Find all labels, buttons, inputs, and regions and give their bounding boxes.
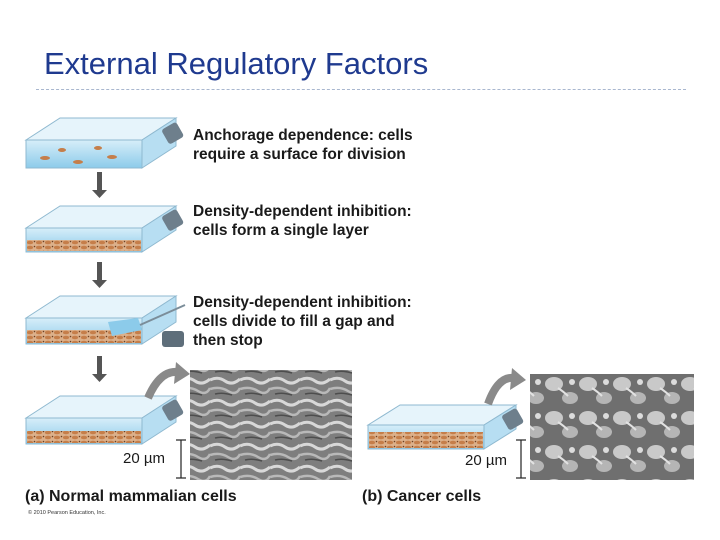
curved-arrow-b [484, 373, 515, 406]
micrograph-normal-cells [190, 370, 352, 480]
copyright-notice: © 2010 Pearson Education, Inc. [28, 510, 106, 516]
flask-normal-cells [24, 395, 184, 445]
curved-arrow-a-head [174, 362, 190, 384]
step-2-line-1: Density-dependent inhibition: [193, 203, 412, 220]
step-caption-2: Density-dependent inhibition: cells form… [193, 202, 412, 240]
flask-gap-filling [24, 295, 186, 347]
down-arrow-2 [92, 262, 107, 288]
step-3-line-3: then stop [193, 332, 263, 349]
down-arrow-1 [92, 172, 107, 198]
step-2-line-2: cells form a single layer [193, 222, 369, 239]
scale-label-a: 20 µm [123, 450, 165, 467]
flask-sparse-cells [24, 117, 184, 169]
down-arrow-3 [92, 356, 107, 382]
panel-label-normal: (a) Normal mammalian cells [25, 488, 237, 505]
panel-label-cancer: (b) Cancer cells [362, 488, 482, 505]
title-divider [36, 89, 686, 90]
flask-cancer-cells [366, 404, 524, 450]
slide-title: External Regulatory Factors [44, 46, 429, 81]
micrograph-cancer-cells [530, 374, 694, 480]
flask-monolayer [24, 205, 184, 253]
step-caption-3: Density-dependent inhibition: cells divi… [193, 293, 412, 350]
scale-bar-b [516, 439, 526, 479]
step-1-line-2: require a surface for division [193, 146, 406, 163]
curved-arrow-b-head [510, 368, 526, 390]
step-caption-1: Anchorage dependence: cells require a su… [193, 126, 413, 164]
scale-label-b: 20 µm [465, 452, 507, 469]
curved-arrow-a [144, 367, 179, 400]
step-3-line-2: cells divide to fill a gap and [193, 313, 395, 330]
step-3-line-1: Density-dependent inhibition: [193, 294, 412, 311]
scale-bar-a [176, 439, 186, 479]
step-1-line-1: Anchorage dependence: cells [193, 127, 413, 144]
